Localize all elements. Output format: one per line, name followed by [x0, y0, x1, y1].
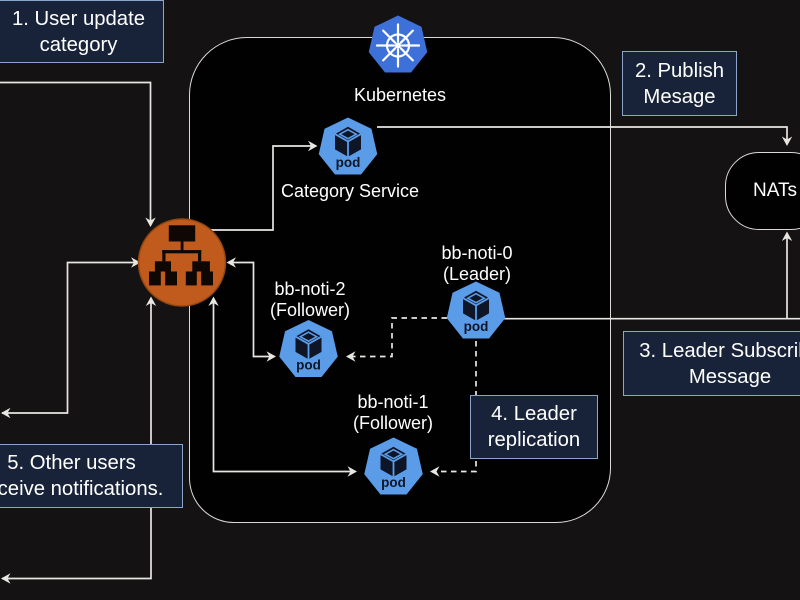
svg-text:pod: pod [464, 319, 489, 334]
svg-text:pod: pod [296, 358, 321, 373]
svg-text:pod: pod [336, 155, 361, 170]
svg-text:pod: pod [381, 475, 406, 490]
